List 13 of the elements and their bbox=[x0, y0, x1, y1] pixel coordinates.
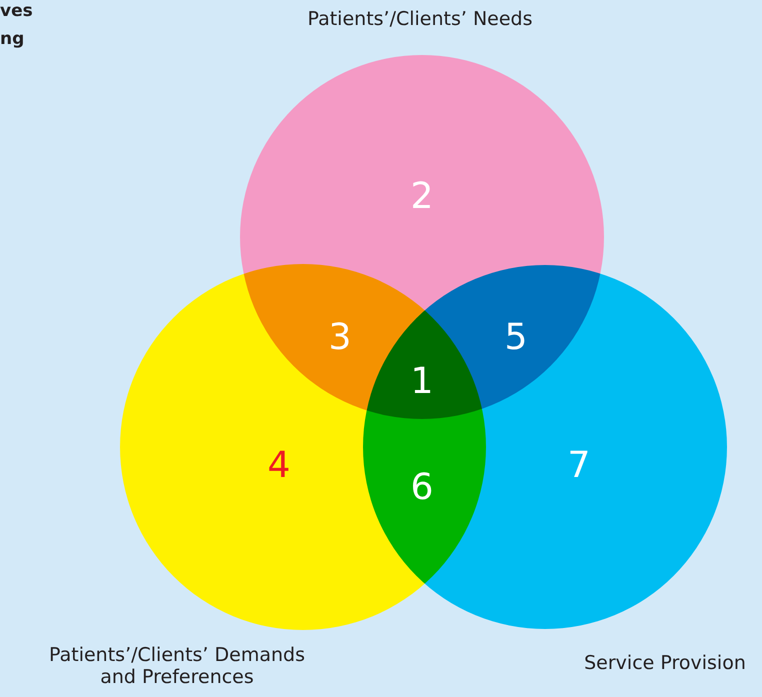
region-number: 3 bbox=[328, 318, 352, 358]
circle-heading: Service Provision bbox=[583, 652, 747, 674]
circle-heading: Patients’/Clients’ Needs bbox=[306, 8, 534, 30]
cut-off-text: ng bbox=[0, 29, 24, 49]
venn-circle bbox=[363, 265, 727, 629]
region-number: 5 bbox=[504, 318, 528, 358]
region-number: 4 bbox=[268, 446, 290, 486]
region-number: 1 bbox=[410, 362, 434, 402]
region-number: 6 bbox=[410, 468, 434, 508]
cut-off-text: ves bbox=[0, 1, 33, 21]
region-number: 7 bbox=[568, 446, 590, 486]
circle-heading: Patients’/Clients’ Demands and Preferences bbox=[48, 644, 306, 688]
region-number: 2 bbox=[410, 177, 434, 217]
